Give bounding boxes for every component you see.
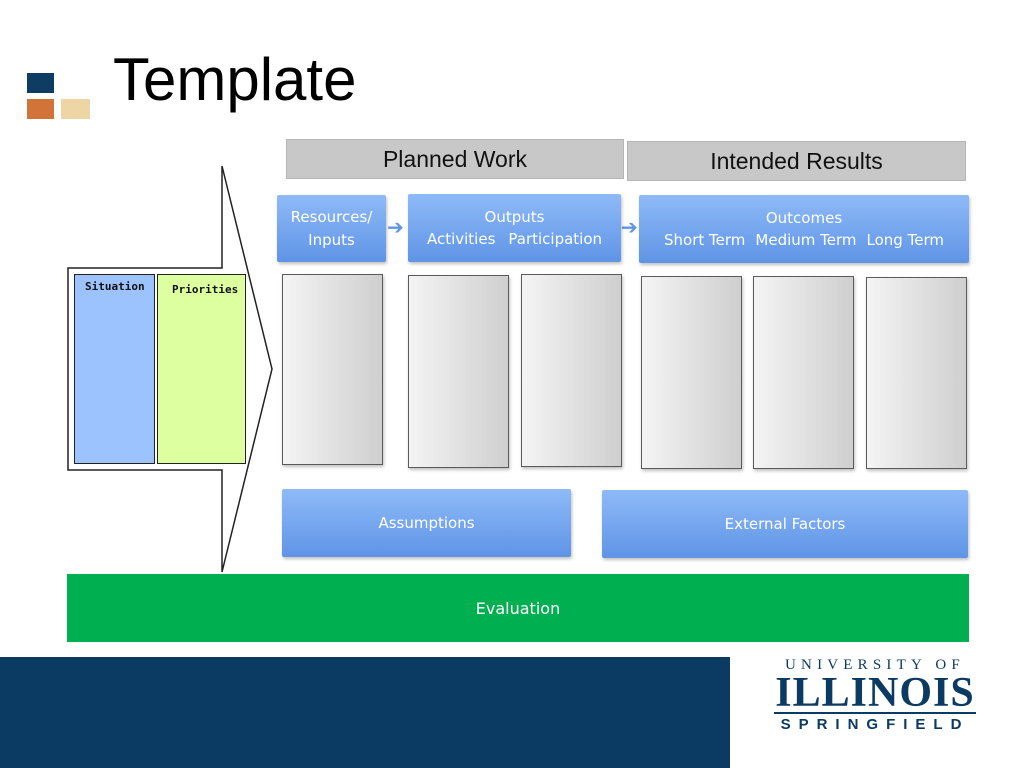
logo-illinois: ILLINOIS <box>775 670 975 716</box>
short-term-label: Short Term <box>664 231 746 249</box>
resources-inputs-box: Resources/ Inputs <box>277 195 386 262</box>
outputs-title: Outputs <box>484 207 545 226</box>
assumptions-box: Assumptions <box>282 489 571 557</box>
logo-divider <box>774 712 976 714</box>
external-factors-box: External Factors <box>602 490 968 558</box>
priorities-label: Priorities <box>172 283 239 296</box>
outputs-box: Outputs Activities Participation <box>408 194 621 262</box>
medium-term-content-box <box>753 276 854 469</box>
outcomes-box: Outcomes Short Term Medium Term Long Ter… <box>639 195 969 263</box>
evaluation-bar: Evaluation <box>67 574 969 642</box>
resources-content-box <box>282 274 383 465</box>
slide-title: Template <box>113 46 357 113</box>
short-term-content-box <box>641 276 742 469</box>
long-term-content-box <box>866 277 967 469</box>
intended-results-header: Intended Results <box>627 141 966 181</box>
participation-content-box <box>521 274 622 467</box>
activities-content-box <box>408 275 509 468</box>
participation-label: Participation <box>508 230 603 248</box>
assumptions-label: Assumptions <box>378 513 475 532</box>
situation-label: Situation <box>85 280 145 293</box>
external-factors-label: External Factors <box>724 514 846 533</box>
resources-label: Resources/ <box>290 208 373 226</box>
logo-university-of: UNIVERSITY OF <box>785 657 965 673</box>
arrow-right-icon: ➔ <box>621 215 638 239</box>
footer-bar <box>0 657 730 768</box>
logo-square-orange <box>27 99 54 119</box>
logo-springfield: SPRINGFIELD <box>780 716 970 733</box>
university-logo: UNIVERSITY OF ILLINOIS SPRINGFIELD <box>770 657 980 737</box>
logo-square-navy <box>27 73 54 93</box>
inputs-label: Inputs <box>308 230 355 249</box>
planned-work-header: Planned Work <box>286 139 624 179</box>
long-term-label: Long Term <box>866 231 944 249</box>
situation-box: Situation <box>74 274 155 464</box>
medium-term-label: Medium Term <box>755 231 857 249</box>
arrow-right-icon: ➔ <box>387 215 404 239</box>
logo-square-cream <box>61 99 90 119</box>
evaluation-label: Evaluation <box>475 598 561 618</box>
outcomes-title: Outcomes <box>765 208 843 227</box>
priorities-box: Priorities <box>157 274 246 464</box>
activities-label: Activities <box>426 230 496 248</box>
